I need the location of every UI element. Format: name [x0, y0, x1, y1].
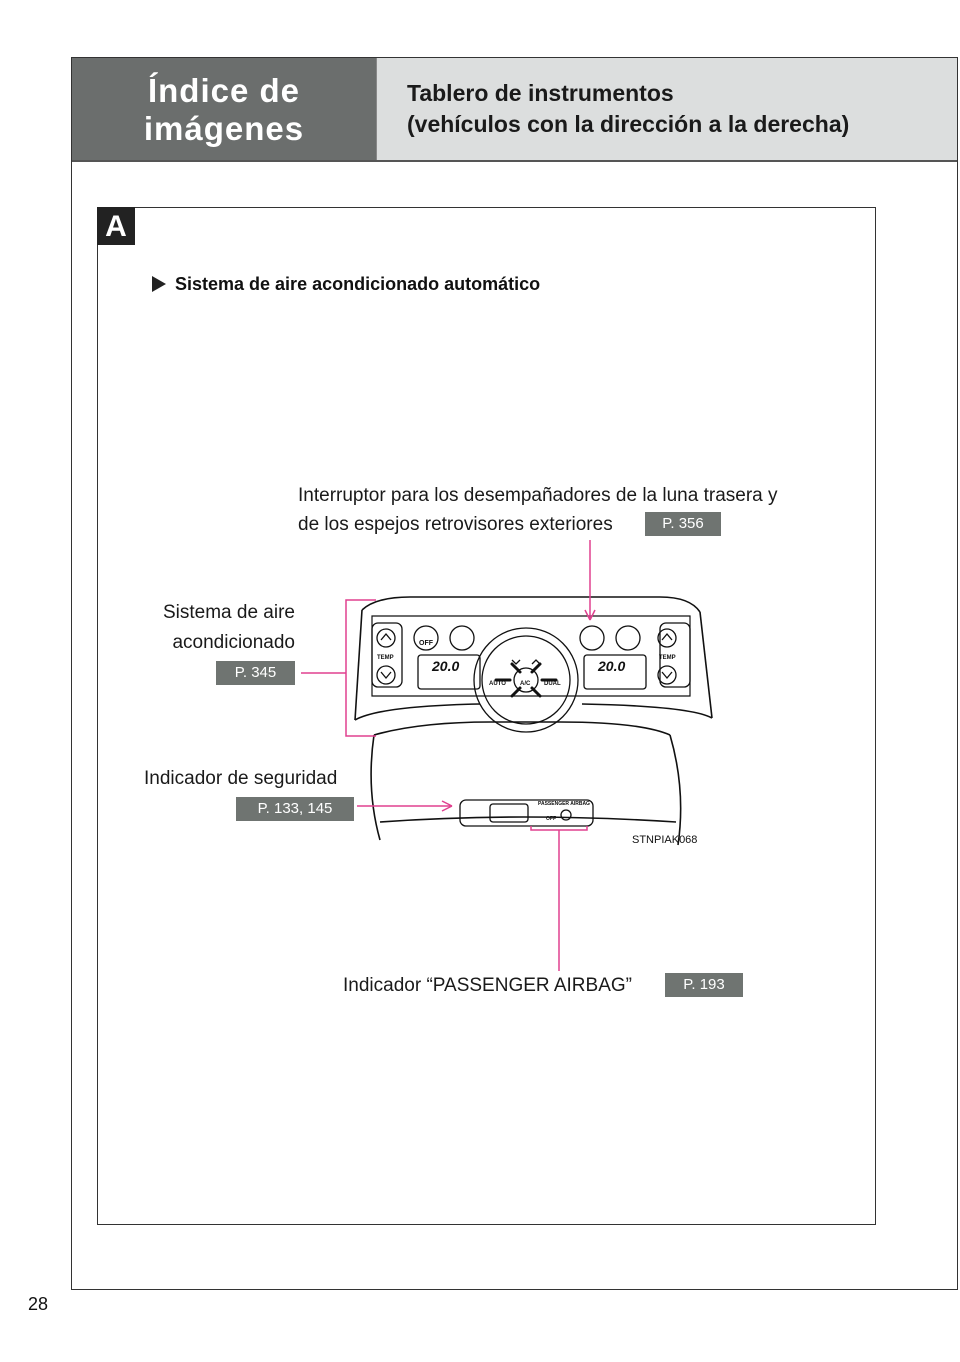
page-title: Tablero de instrumentos (vehículos con l…: [376, 58, 957, 161]
triangle-bullet-icon: [152, 276, 166, 292]
subtitle: Sistema de aire acondicionado automático: [152, 274, 540, 295]
airbag-panel-label: PASSENGER AIRBAG: [538, 801, 590, 807]
ac-page-ref[interactable]: P. 345: [216, 661, 295, 685]
defogger-label-line2: de los espejos retrovisores exteriores: [298, 514, 613, 535]
security-label: Indicador de seguridad: [144, 768, 338, 789]
section-header: Índice de imágenes: [72, 58, 376, 161]
right-temp-display: 20.0: [597, 658, 625, 674]
ac-label-line2: acondicionado: [172, 632, 295, 653]
security-page-ref[interactable]: P. 133, 145: [236, 797, 354, 821]
header-divider: [72, 160, 957, 162]
ac-button-label: A/C: [520, 681, 531, 687]
temp-right-label: TEMP: [659, 655, 676, 661]
section-tab: A: [97, 207, 135, 245]
section-header-line1: Índice de: [147, 71, 301, 109]
defogger-page-ref[interactable]: P. 356: [645, 512, 721, 536]
airbag-off-label: OFF: [546, 816, 556, 822]
section-header-line2: imágenes: [143, 109, 305, 147]
ac-label-line1: Sistema de aire: [162, 602, 295, 623]
dashboard-top-edge: [361, 596, 701, 613]
temp-left-label: TEMP: [377, 655, 394, 661]
page-number: 28: [28, 1294, 49, 1314]
off-button-label: OFF: [419, 640, 434, 647]
auto-button-label: AUTO: [489, 681, 506, 687]
section-box: [97, 207, 876, 1225]
dual-button-label: DUAL: [544, 681, 561, 687]
ac-bracket: [345, 599, 376, 737]
left-temp-display: 20.0: [431, 658, 459, 674]
subtitle-text: Sistema de aire acondicionado automático: [175, 274, 541, 294]
airbag-page-ref[interactable]: P. 193: [665, 973, 743, 997]
page-title-line2: (vehículos con la dirección a la derecha…: [407, 111, 850, 137]
defogger-label-line1: Interruptor para los desempañadores de l…: [298, 485, 778, 506]
page-title-line1: Tablero de instrumentos: [407, 80, 674, 106]
airbag-label: Indicador “PASSENGER AIRBAG”: [343, 975, 632, 996]
figure-code: STNPIAK068: [632, 834, 697, 846]
